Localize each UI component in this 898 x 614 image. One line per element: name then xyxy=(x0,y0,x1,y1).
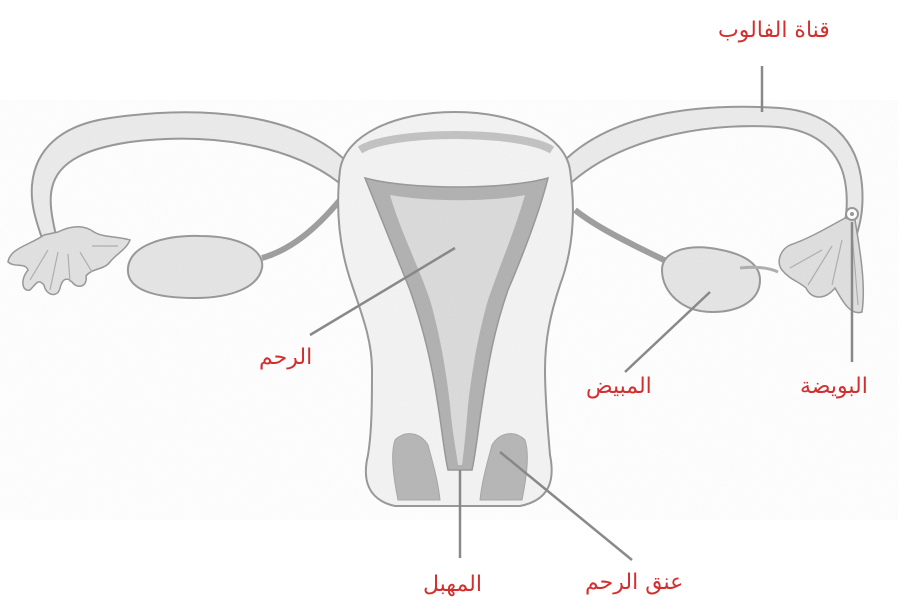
label-ovum: البويضة xyxy=(800,376,868,398)
label-fallopian-tube: قناة الفالوب xyxy=(718,20,830,42)
label-uterus: الرحم xyxy=(259,347,312,369)
label-vagina: المهبل xyxy=(423,574,482,596)
label-ovary: المبيض xyxy=(586,376,652,398)
stipple-texture xyxy=(0,100,898,520)
label-cervix: عنق الرحم xyxy=(585,572,683,594)
